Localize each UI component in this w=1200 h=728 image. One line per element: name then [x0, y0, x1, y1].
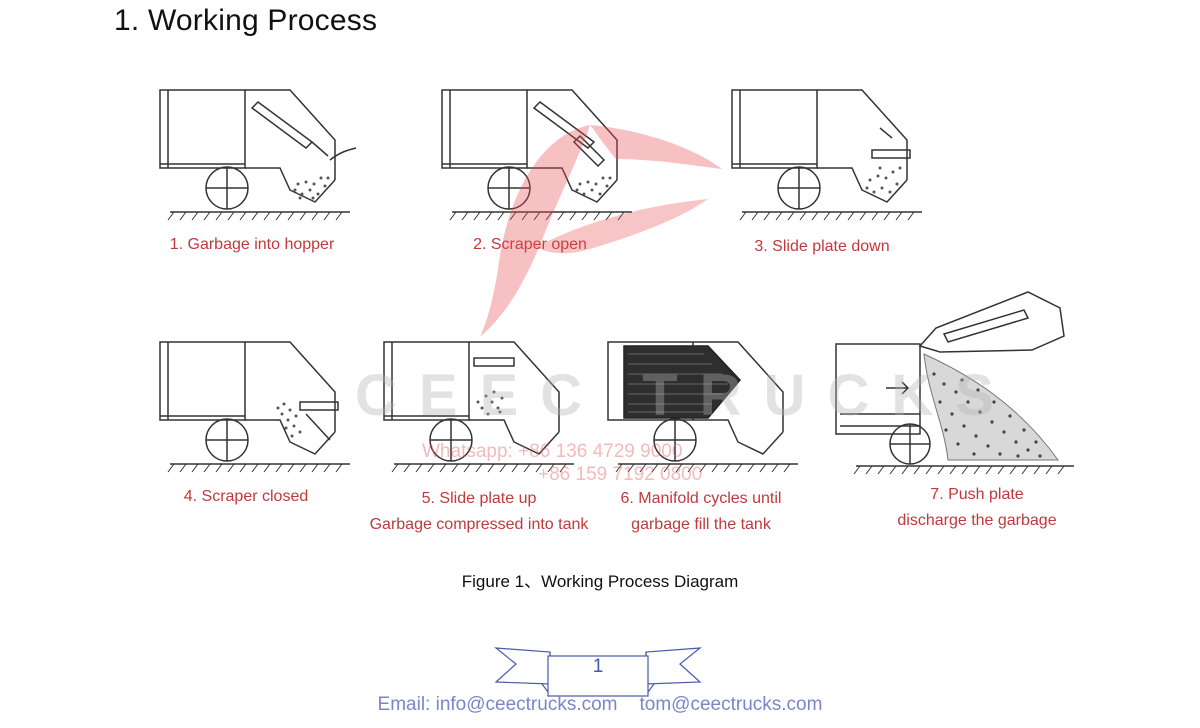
stage-7-diagram: [835, 291, 1074, 475]
stage-3-diagram: [731, 89, 922, 221]
stage-1-diagram: [159, 89, 357, 221]
page-number: 1: [592, 656, 604, 677]
stage-1-caption: 1. Garbage into hopper: [152, 232, 352, 258]
stage-4-caption-line-1: 4. Scraper closed: [183, 488, 309, 505]
footer-email-secondary[interactable]: tom@ceectrucks.com: [639, 694, 823, 715]
figure-caption: Figure 1、Working Process Diagram: [461, 572, 739, 591]
footer-contact: Email: info@ceectrucks.com tom@ceectrucks…: [0, 694, 1200, 716]
stage-6-caption-line-1: 6. Manifold cycles until: [620, 490, 782, 507]
stage-4-caption: 4. Scraper closed: [146, 484, 346, 510]
stage-2-caption: 2. Scraper open: [430, 232, 630, 258]
footer-email-primary[interactable]: Email: info@ceectrucks.com: [377, 694, 618, 715]
stage-7-caption-line-2: discharge the garbage: [897, 512, 1057, 529]
stage-5-diagram: [383, 341, 574, 473]
stage-6-caption-line-2: garbage fill the tank: [631, 516, 771, 533]
stage-3-caption-line-1: 3. Slide plate down: [754, 238, 890, 255]
stage-5-caption-line-1: 5. Slide plate up: [421, 490, 537, 507]
stage-2-caption-line-1: 2. Scraper open: [473, 236, 587, 253]
stage-1-caption-line-1: 1. Garbage into hopper: [169, 236, 335, 253]
section-heading: 1. Working Process: [114, 4, 378, 37]
stage-6-diagram: [607, 341, 798, 473]
stage-7-caption: 7. Push plate discharge the garbage: [874, 482, 1080, 534]
stage-5-caption-line-2: Garbage compressed into tank: [369, 516, 589, 533]
stage-6-caption: 6. Manifold cycles until garbage fill th…: [598, 486, 804, 538]
stage-3-caption: 3. Slide plate down: [722, 234, 922, 260]
page-number-ribbon: [494, 647, 702, 697]
stage-5-caption: 5. Slide plate up Garbage compressed int…: [354, 486, 604, 538]
stage-4-diagram: [159, 341, 350, 473]
stage-7-caption-line-1: 7. Push plate: [930, 486, 1024, 503]
stage-2-diagram: [441, 89, 632, 221]
